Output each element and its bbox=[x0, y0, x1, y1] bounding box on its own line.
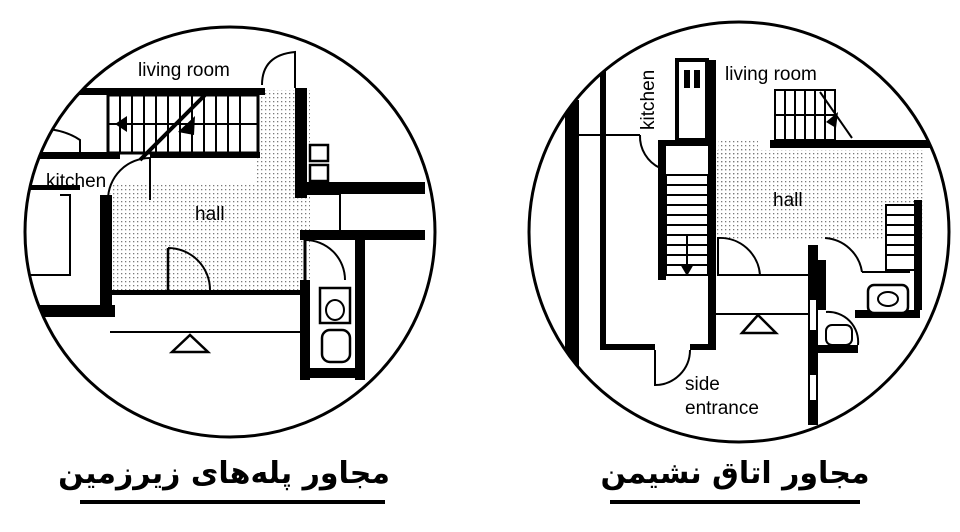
left-plan-circle bbox=[23, 25, 437, 439]
right-entrance-marker bbox=[739, 313, 780, 335]
right-upper-staircase bbox=[774, 89, 853, 141]
right-label-hall: hall bbox=[773, 190, 803, 211]
right-caption-underline bbox=[610, 500, 860, 504]
right-floor-plan: kitchen living room hall side entrance bbox=[527, 20, 951, 444]
left-label-kitchen: kitchen bbox=[46, 171, 106, 192]
right-wc-room bbox=[818, 260, 920, 353]
left-caption: مجاور پله‌های زیرزمین bbox=[58, 456, 390, 491]
left-label-living-room: living room bbox=[138, 60, 230, 81]
right-label-living-room: living room bbox=[725, 64, 817, 85]
right-main-staircase bbox=[665, 174, 709, 276]
right-label-entrance: entrance bbox=[685, 398, 759, 419]
left-staircase bbox=[106, 93, 260, 162]
left-wc-room bbox=[300, 240, 365, 380]
left-floor-plan: living room kitchen hall bbox=[23, 25, 437, 439]
left-hall-area bbox=[110, 185, 310, 290]
right-label-kitchen: kitchen bbox=[638, 70, 659, 130]
right-side-staircase bbox=[885, 200, 922, 310]
right-label-side: side bbox=[685, 374, 720, 395]
right-caption: مجاور اتاق نشیمن bbox=[600, 456, 870, 491]
left-label-hall: hall bbox=[195, 204, 225, 225]
right-plan-circle bbox=[527, 20, 951, 444]
left-caption-underline bbox=[80, 500, 385, 504]
left-entrance-marker bbox=[168, 333, 212, 354]
